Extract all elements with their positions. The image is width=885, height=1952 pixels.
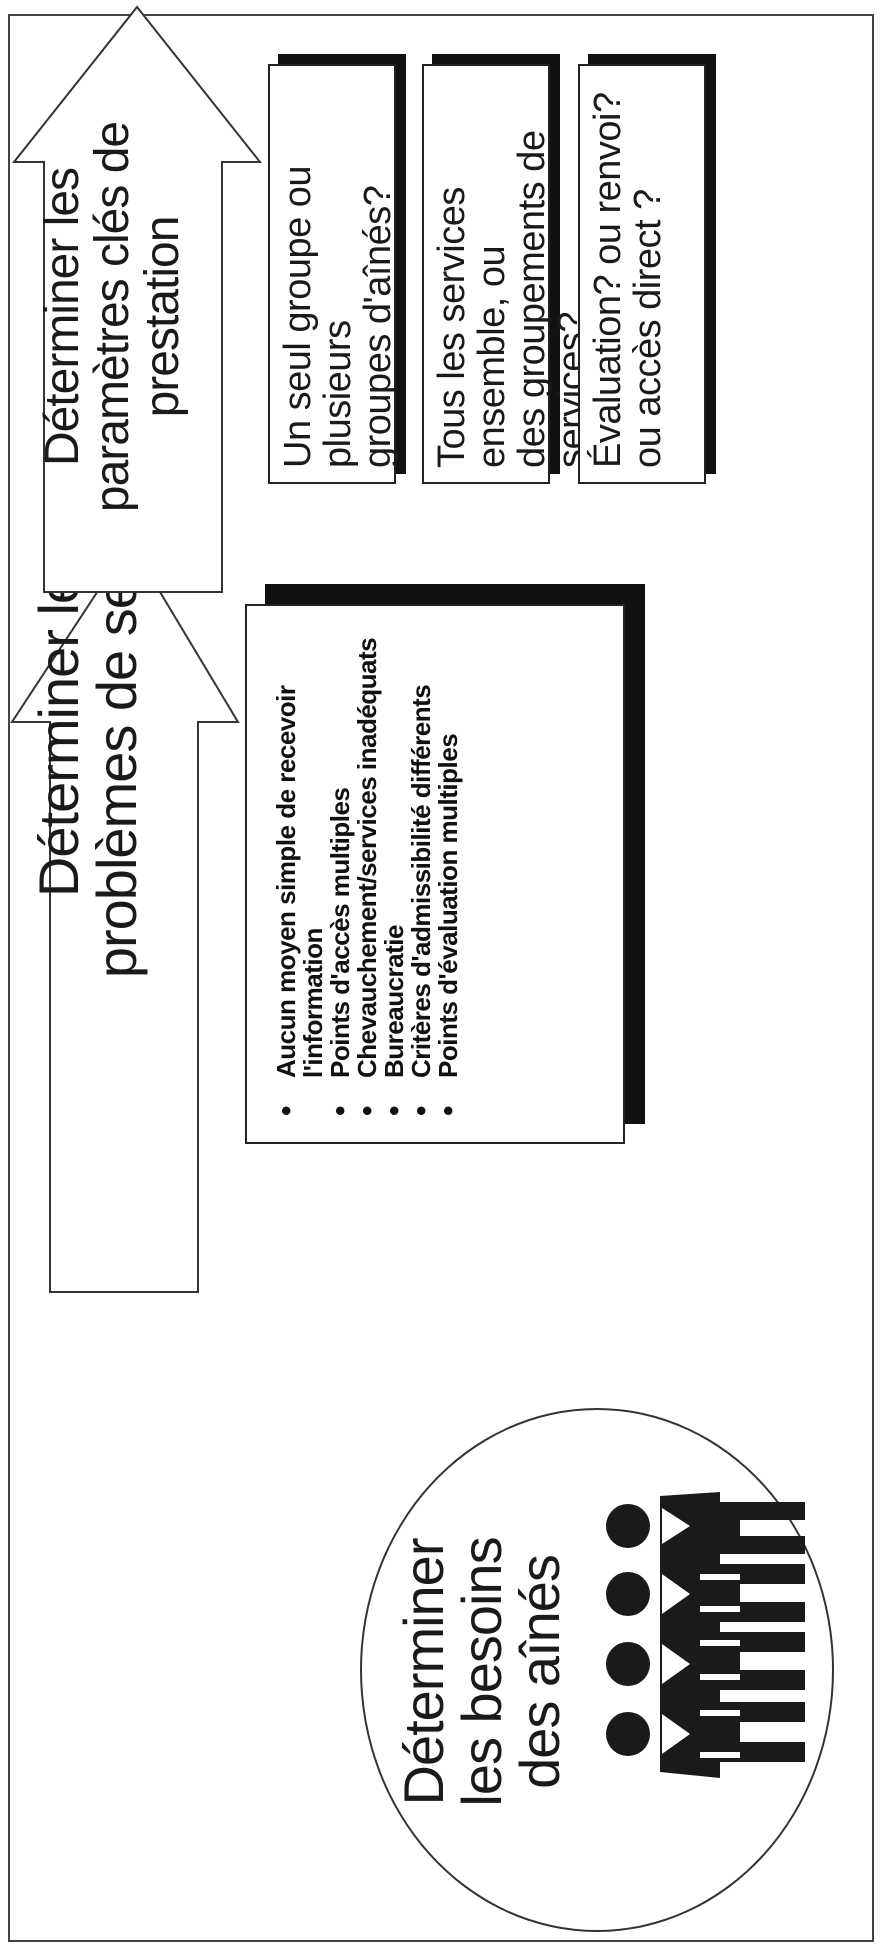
param-box-evaluation: Évaluation? ou renvoi? ou accès direct ? [578,64,706,484]
params-arrow-line3: prestation [136,216,189,418]
problem-list: Aucun moyen simple de recevoir l'informa… [247,606,463,1142]
params-arrow-line1: Déterminer les [36,167,89,467]
problems-arrow [10,540,240,1293]
problem-item: Aucun moyen simple de recevoir l'informa… [271,634,328,1120]
needs-title: Déterminer les besoins des aînés [392,1517,571,1827]
problem-item: Critères d'admissibilité différents [406,634,436,1120]
problem-item: Points d'évaluation multiples [433,634,463,1120]
params-arrow-line2: paramètres clés de [86,121,139,513]
problems-box: Aucun moyen simple de recevoir l'informa… [245,604,625,1144]
params-arrow [12,5,262,593]
people-group-icon [606,1492,805,1778]
problem-item: Chevauchement/services inadéquats [352,634,382,1120]
param-evaluation-line2: ou accès direct ? [627,189,669,468]
params-arrow-label: Déterminer les paramètres clés de presta… [36,82,189,552]
param-groups-line1: Un seul groupe ou plusieurs [277,165,359,468]
problem-item: Bureaucratie [379,634,409,1120]
param-box-groups: Un seul groupe ou plusieurs groupes d'aî… [268,64,399,484]
needs-title-line3: des aînés [508,1555,571,1789]
param-box-services: Tous les services ensemble, ou des group… [422,64,593,484]
param-evaluation-line1: Évaluation? ou renvoi? [587,92,629,468]
needs-title-line1: Déterminer [392,1538,455,1806]
param-services-line1: Tous les services ensemble, ou [431,187,513,468]
problem-item: Points d'accès multiples [325,634,355,1120]
needs-title-line2: les besoins [450,1537,513,1807]
param-groups-line2: groupes d'aînés? [357,185,399,468]
